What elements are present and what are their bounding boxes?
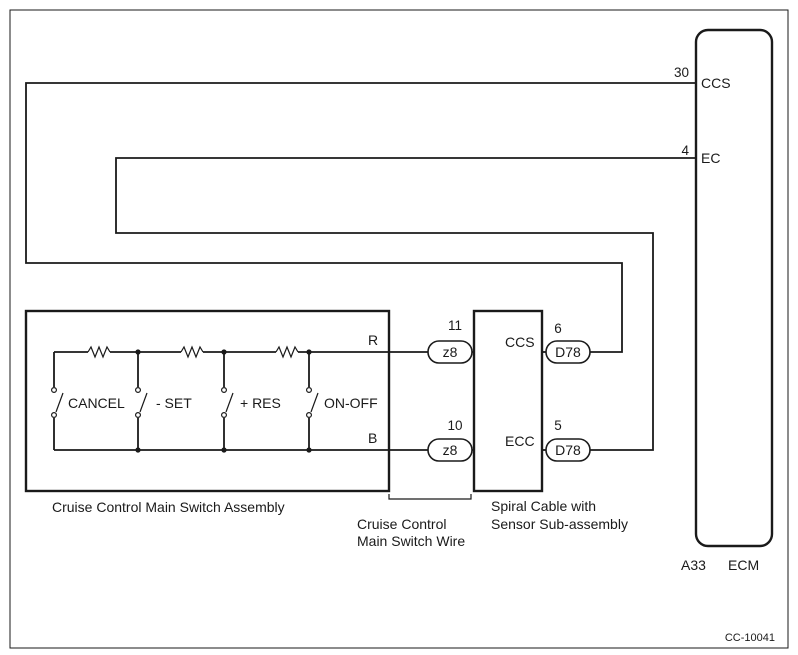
ecm-pin-ec-number: 4 xyxy=(681,143,689,158)
spiral-cable-box xyxy=(472,309,544,493)
switch-res: + RES xyxy=(221,352,281,450)
spiral-terminal-ecc: ECC xyxy=(505,433,535,449)
main-switch-wire-label-2: Main Switch Wire xyxy=(357,533,465,549)
connector-d78-bottom: D78 5 xyxy=(545,418,591,462)
ecm-block xyxy=(694,28,774,548)
switch-on-off-label: ON-OFF xyxy=(324,395,378,411)
switch-set-label: - SET xyxy=(156,395,192,411)
switch-set: - SET xyxy=(135,352,192,450)
main-switch-wire-label-1: Cruise Control xyxy=(357,516,446,532)
connector-z8-top: z8 11 xyxy=(427,318,473,364)
wire-ec xyxy=(115,157,696,451)
pin-5: 5 xyxy=(554,418,562,433)
switch-on-off: ON-OFF xyxy=(306,352,378,450)
switch-assembly-box xyxy=(24,309,391,493)
ecm-part-id: A33 xyxy=(681,557,706,573)
spiral-cable-label-2: Sensor Sub-assembly xyxy=(491,516,628,532)
connector-z8-bottom: z8 10 xyxy=(427,418,473,462)
spiral-terminal-ccs: CCS xyxy=(505,334,535,350)
connector-d78-top: D78 6 xyxy=(545,321,591,364)
pin-11: 11 xyxy=(448,318,462,333)
diagram-frame xyxy=(9,9,789,649)
terminal-b: B xyxy=(368,430,377,446)
terminal-r: R xyxy=(368,332,378,348)
pin-6: 6 xyxy=(554,321,562,336)
switch-cancel: CANCEL xyxy=(50,387,125,450)
svg-text:z8: z8 xyxy=(443,344,458,360)
spiral-cable-label-1: Spiral Cable with xyxy=(491,498,596,514)
resistor-ladder xyxy=(53,345,428,387)
switch-res-label: + RES xyxy=(240,395,281,411)
ecm-pin-ccs-name: CCS xyxy=(701,75,731,91)
pin-10: 10 xyxy=(447,418,462,433)
figure-code: CC-10041 xyxy=(725,632,775,644)
svg-text:D78: D78 xyxy=(555,442,581,458)
svg-text:z8: z8 xyxy=(443,442,458,458)
ecm-pin-ccs-number: 30 xyxy=(674,65,689,80)
svg-text:D78: D78 xyxy=(555,344,581,360)
switch-assembly-label: Cruise Control Main Switch Assembly xyxy=(52,499,285,515)
switch-cancel-label: CANCEL xyxy=(68,395,125,411)
ecm-name: ECM xyxy=(728,557,759,573)
ecm-pin-ec-name: EC xyxy=(701,150,720,166)
main-switch-wire-bracket xyxy=(388,494,472,500)
wire-ccs xyxy=(25,82,696,353)
